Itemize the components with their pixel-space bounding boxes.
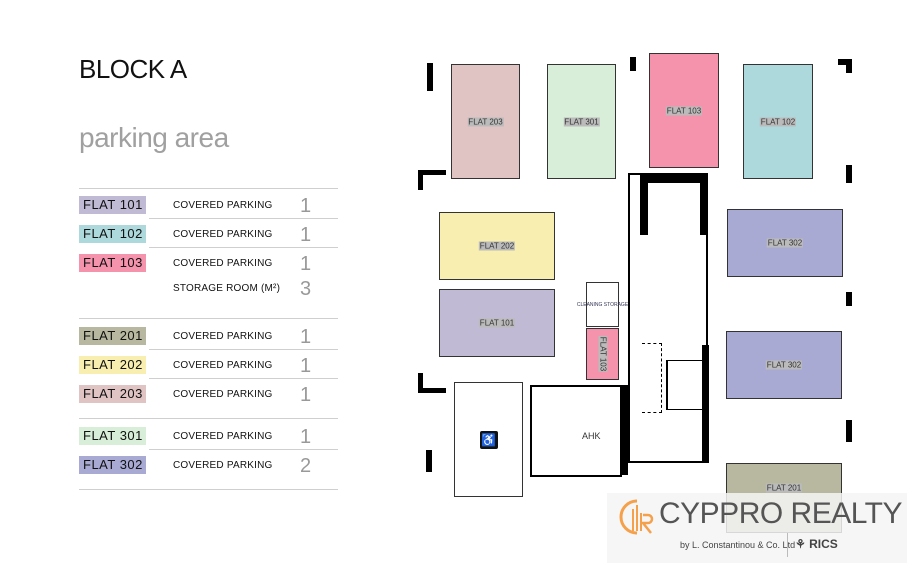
wall [640,175,708,183]
row-divider [149,218,338,219]
wall [846,165,852,183]
parking-space-flat-202[interactable]: FLAT 202 [439,212,555,280]
parking-count: 2 [300,455,312,477]
divider [79,188,338,189]
flat-badge: FLAT 101 [79,196,146,214]
parking-type-label: COVERED PARKING [173,229,273,240]
wall [630,57,636,71]
wall [838,59,852,65]
stairs [642,343,662,413]
parking-type-label: COVERED PARKING [173,200,273,211]
wall [426,450,432,472]
logo-name: CYPPRO REALTY [659,497,903,530]
wall [846,292,852,306]
parking-space-flat-302[interactable]: FLAT 302 [727,209,843,277]
entrance-block [530,385,622,477]
parking-count: 3 [300,278,312,300]
wall [846,59,852,73]
parking-count: 1 [300,355,312,377]
parking-count: 1 [300,326,312,348]
wall [846,420,852,442]
cleaning-storage: CLEANING STORAGE [577,282,628,327]
floor-plan: CLEANING STORAGE FLAT 103 AHK FLAT 203 F… [410,45,910,533]
parking-space-flat-101[interactable]: FLAT 101 [439,289,555,357]
storage-flat-103: FLAT 103 [586,328,619,380]
row-divider [149,378,338,379]
group-divider [79,489,338,490]
row-divider [149,349,338,350]
page-subtitle: parking area [79,122,229,153]
logo-divider [787,533,788,557]
logo-byline: by L. Constantinou & Co. Ltd [680,540,796,550]
group-divider [79,318,338,319]
parking-count: 1 [300,426,312,448]
wall [620,385,628,475]
parking-type-label: COVERED PARKING [173,460,273,471]
wall [702,345,709,463]
stairs [666,360,702,410]
wall [418,388,446,393]
parking-count: 1 [300,224,312,246]
parking-count: 1 [300,195,312,217]
flat-badge: FLAT 102 [79,225,146,243]
wall [640,175,648,235]
wall [418,170,423,190]
flat-badge: FLAT 301 [79,427,146,445]
wall [418,170,446,175]
flat-badge: FLAT 302 [79,456,146,474]
parking-type-label: STORAGE ROOM (M²) [173,283,281,294]
parking-type-label: COVERED PARKING [173,331,273,342]
flat-badge: FLAT 202 [79,356,146,374]
flat-badge: FLAT 203 [79,385,146,403]
parking-space-flat-301[interactable]: FLAT 301 [547,64,616,179]
wall [427,63,433,91]
row-divider [149,449,338,450]
flat-badge: FLAT 103 [79,254,146,272]
logo-mark-icon [619,499,654,535]
page-title: BLOCK A [79,54,187,84]
flat-badge: FLAT 201 [79,327,146,345]
wheelchair-icon: ♿ [479,430,498,449]
row-divider [149,247,338,248]
parking-type-label: COVERED PARKING [173,431,273,442]
stair-core [628,173,708,463]
parking-type-label: COVERED PARKING [173,389,273,400]
parking-space-flat-302-second[interactable]: FLAT 302 [726,331,842,399]
group-divider [79,418,338,419]
parking-space-flat-203[interactable]: FLAT 203 [451,64,520,179]
accessible-parking-space[interactable]: ♿ [454,382,523,497]
parking-type-label: COVERED PARKING [173,360,273,371]
wall [418,373,423,393]
company-logo: CYPPRO REALTY by L. Constantinou & Co. L… [607,493,907,563]
rics-logo: ⚘ RICS [795,537,838,551]
parking-type-label: COVERED PARKING [173,258,273,269]
parking-space-flat-103[interactable]: FLAT 103 [649,53,719,168]
wall [700,175,708,235]
parking-count: 1 [300,253,312,275]
parking-space-flat-102[interactable]: FLAT 102 [743,64,813,179]
ahk-label: AHK [582,431,601,441]
parking-count: 1 [300,384,312,406]
